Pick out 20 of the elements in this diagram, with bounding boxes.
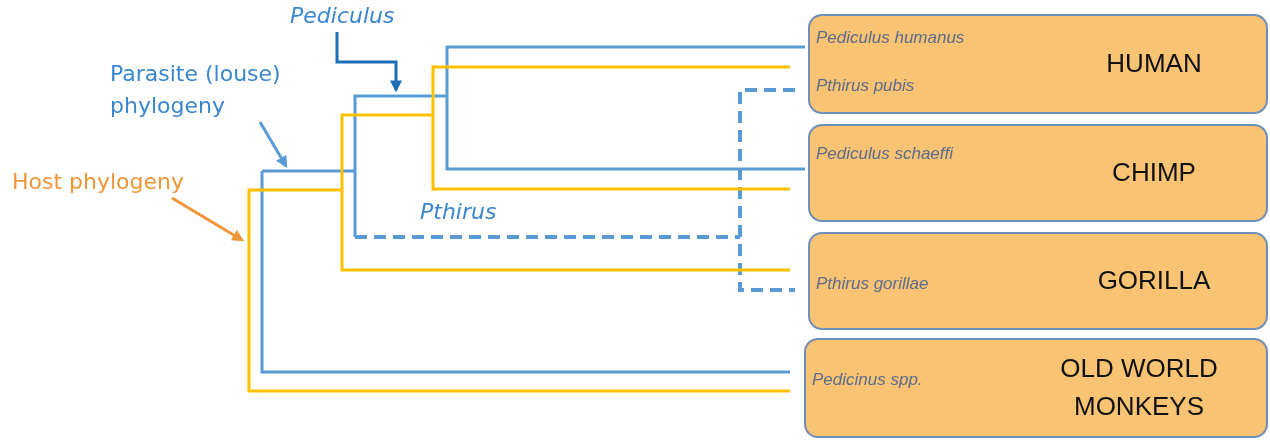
host-name: CHIMP (1111, 156, 1197, 190)
host-box (808, 232, 1268, 330)
tree-label: Host phylogeny (12, 166, 185, 198)
louse-species-name: Pedicinus spp. (812, 370, 923, 390)
louse-species-name: Pediculus humanus (816, 28, 965, 48)
louse-species-name: Pthirus pubis (816, 76, 915, 96)
host-name: OLD WORLD MONKEYS (1059, 352, 1219, 423)
louse-species-name: Pediculus schaeffi (816, 144, 954, 164)
tree-label: Parasite (louse) phylogeny (110, 58, 310, 122)
host-box (808, 124, 1268, 222)
arrow (171, 196, 245, 242)
arrow (258, 121, 288, 169)
host-box (804, 338, 1268, 438)
louse-species-name: Pthirus gorillae (816, 274, 929, 294)
arrow (335, 32, 402, 93)
host-box (808, 14, 1268, 114)
tree-label: Pediculus (290, 0, 395, 32)
clade-label: Pthirus (420, 198, 497, 226)
host-name: GORILLA (1096, 264, 1212, 298)
host-name: HUMAN (1105, 47, 1203, 81)
